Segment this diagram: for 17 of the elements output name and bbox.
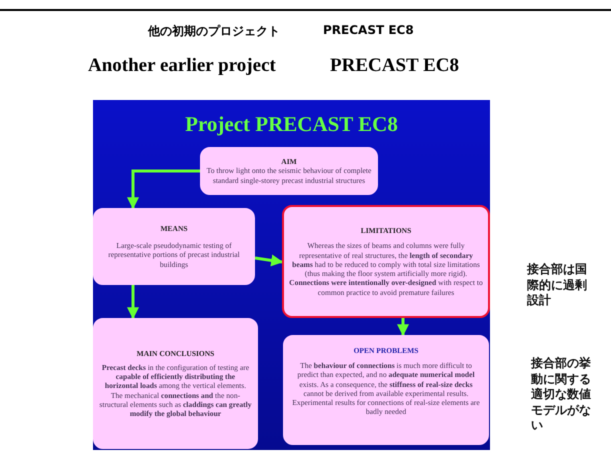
title-english: Another earlier project xyxy=(88,55,276,77)
note-text: 接合部は国際的に過剰設計 xyxy=(527,262,588,309)
text-box xyxy=(93,318,258,449)
text-box xyxy=(283,335,489,445)
slide-panel xyxy=(93,100,490,450)
slide-title: Project PRECAST EC8 xyxy=(184,112,399,137)
title-project-name: PRECAST EC8 xyxy=(330,55,459,77)
arrow xyxy=(254,254,284,266)
text-box xyxy=(200,147,378,195)
arrow xyxy=(127,170,200,210)
arrow xyxy=(127,285,139,320)
note-text: 接合部の挙動に関する適切な数値モデルがない xyxy=(531,356,592,434)
arrow xyxy=(397,318,409,336)
text-box xyxy=(93,208,255,285)
text-box xyxy=(282,205,490,318)
title-project-name: PRECAST EC8 xyxy=(323,23,414,37)
title-japanese: 他の初期のプロジェクト xyxy=(148,23,280,40)
